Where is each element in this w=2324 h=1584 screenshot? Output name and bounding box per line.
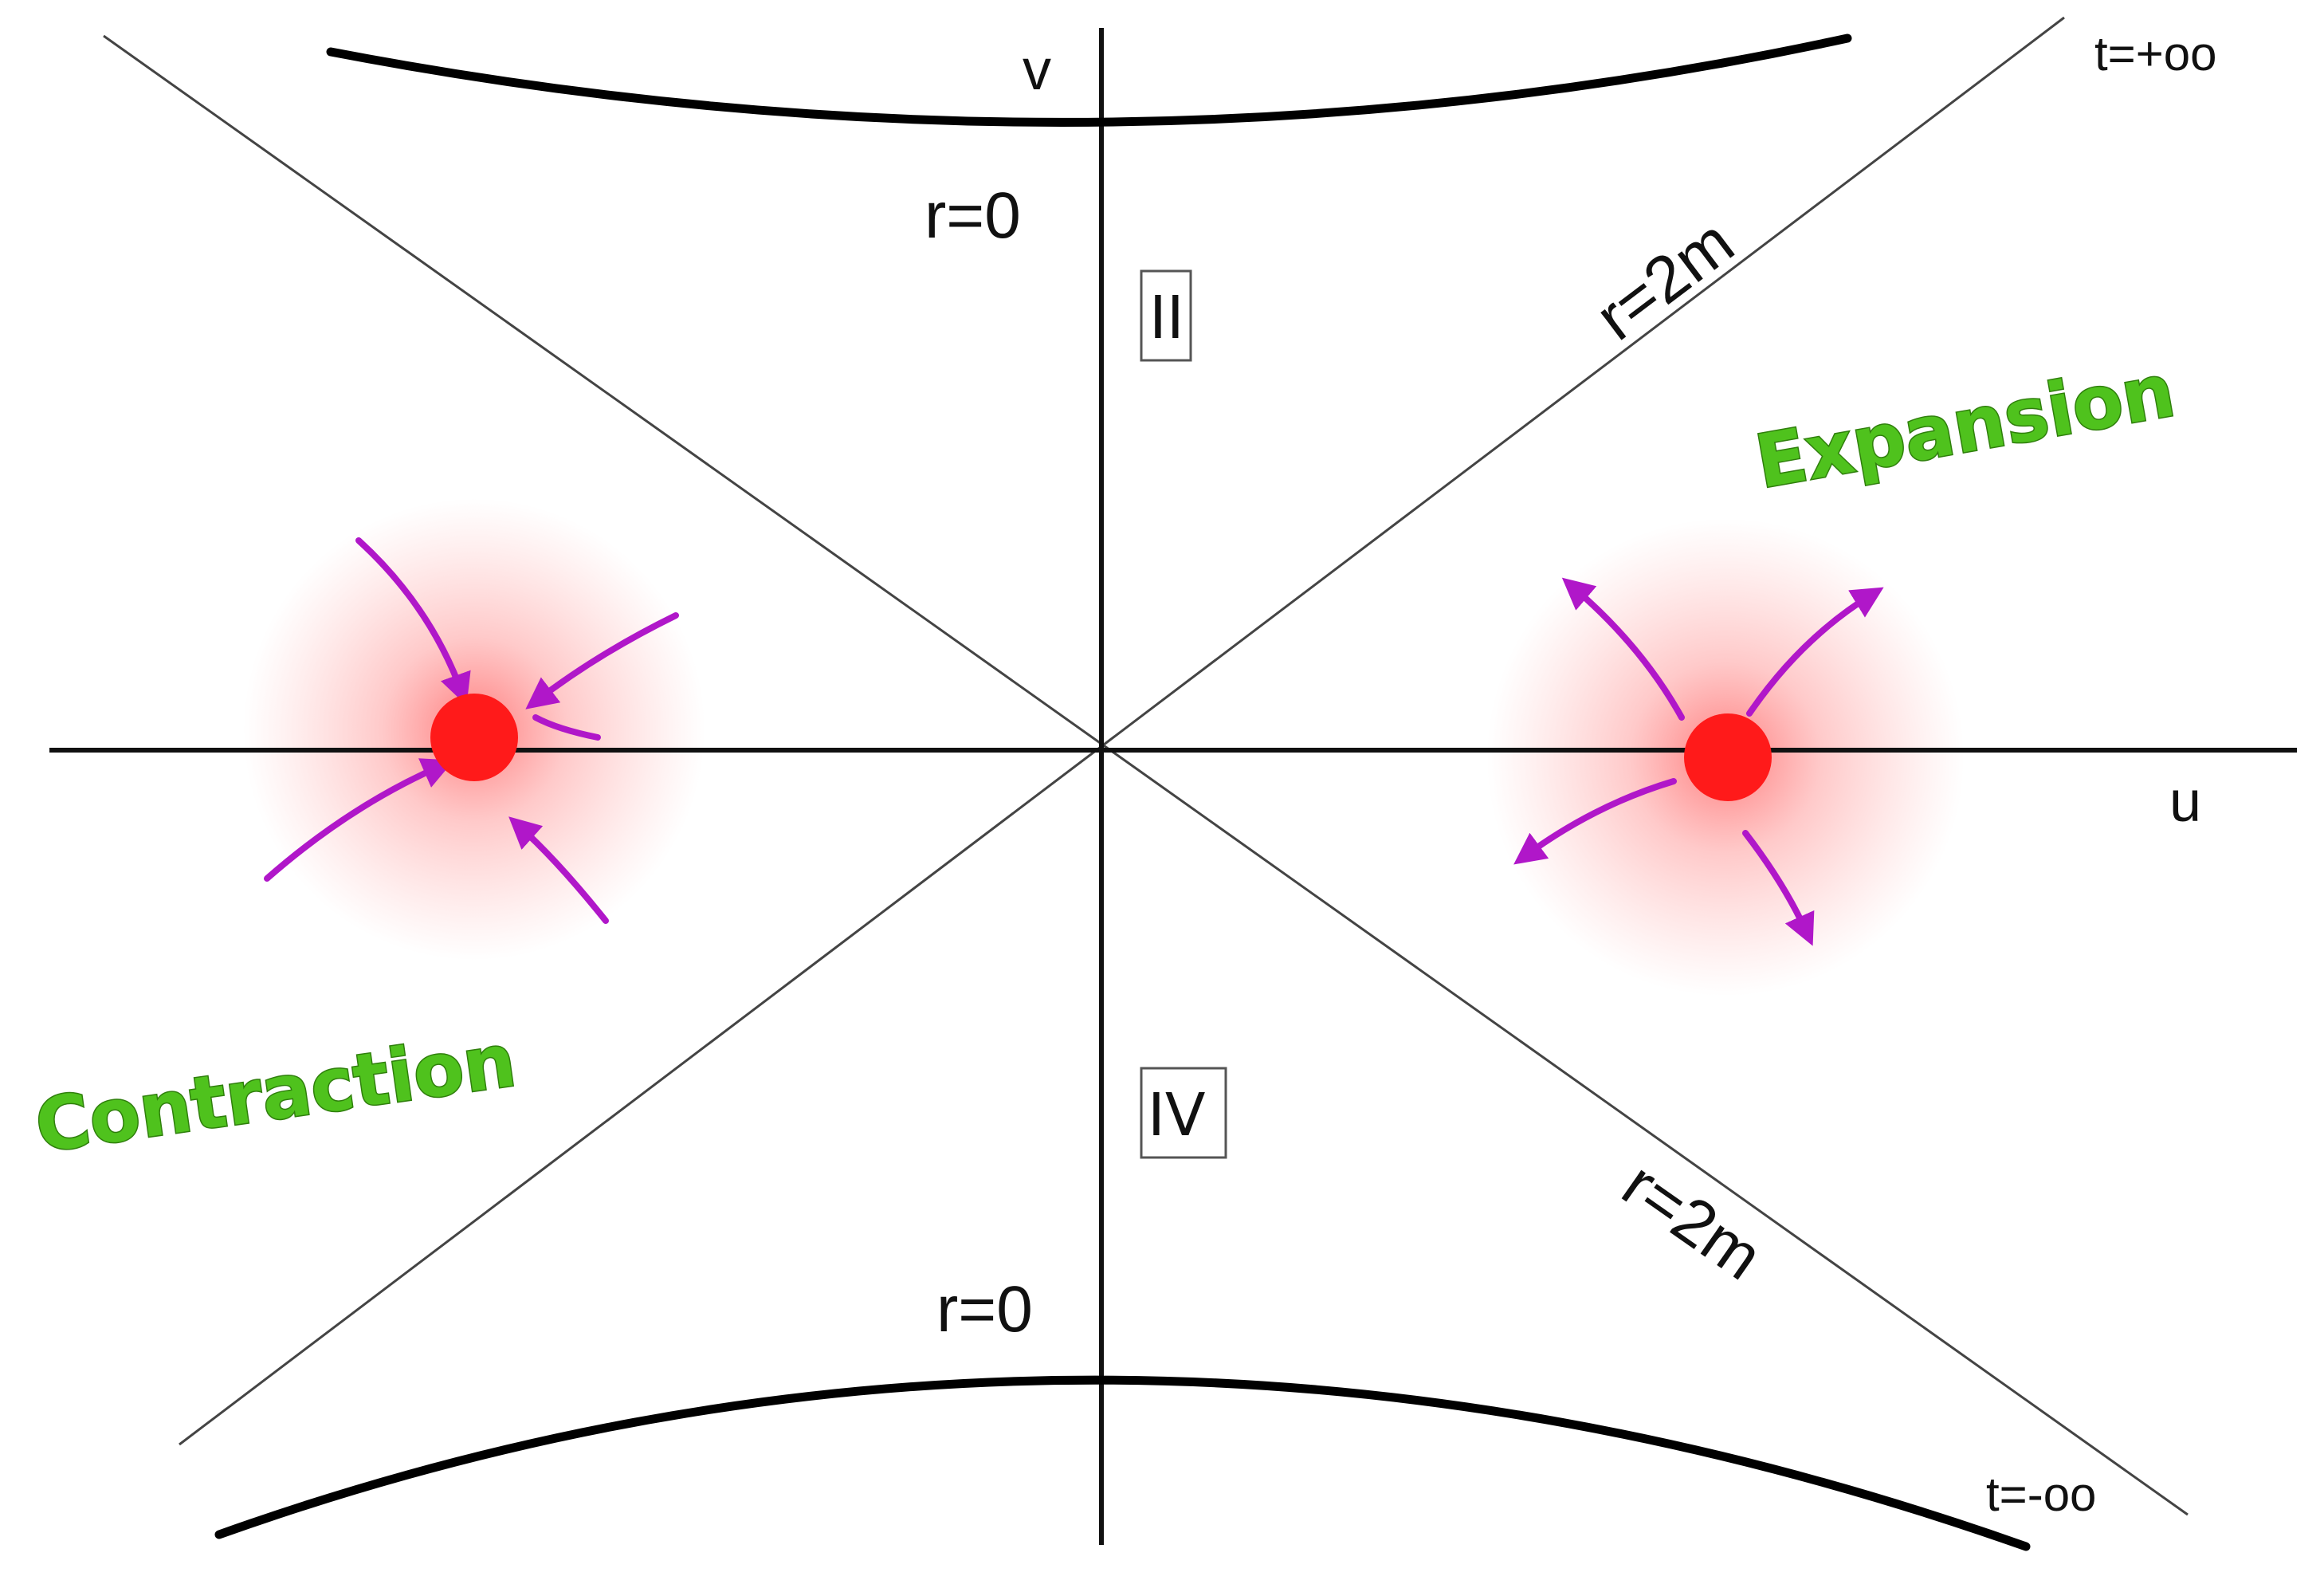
horizon-line-upper xyxy=(179,16,2065,1446)
singularity-label-top: r=0 xyxy=(924,179,1021,252)
contraction-point xyxy=(430,694,518,781)
past-infinity-label: t=-oo xyxy=(1986,1468,2096,1521)
u-axis-label: u xyxy=(2169,770,2201,834)
contraction-label: Contraction xyxy=(30,1017,520,1169)
singularity-curve-top xyxy=(326,33,1852,127)
horizon-line-lower xyxy=(103,34,2189,1516)
future-infinity-label: t=+oo xyxy=(2094,27,2217,81)
region-IV-box: IV xyxy=(1140,1067,1227,1159)
region-II-box: II xyxy=(1140,269,1192,362)
v-axis-label: v xyxy=(1023,38,1051,102)
horizon-label-upper: r=2m xyxy=(1583,206,1747,354)
outward-arrows-icon xyxy=(1513,577,1884,946)
expansion-label: Expansion xyxy=(1749,348,2181,505)
inward-arrows-icon xyxy=(264,537,679,924)
region-IV-label: IV xyxy=(1148,1081,1206,1150)
region-II-label: II xyxy=(1149,284,1184,352)
singularity-curve-bottom xyxy=(214,1375,2031,1551)
expansion-point xyxy=(1684,713,1772,801)
singularity-label-bottom: r=0 xyxy=(936,1273,1033,1346)
horizon-label-lower: r=2m xyxy=(1610,1148,1775,1294)
